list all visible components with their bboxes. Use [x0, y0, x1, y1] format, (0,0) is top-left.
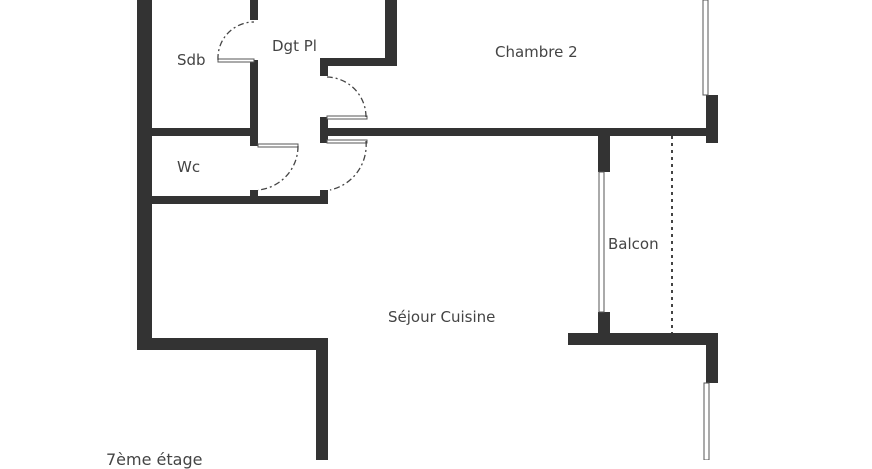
- walls: [137, 0, 718, 460]
- room-label-sdb: Sdb: [177, 51, 206, 69]
- doors: [217, 21, 368, 191]
- room-label-sejour: Séjour Cuisine: [388, 308, 496, 326]
- room-label-chambre-2: Chambre 2: [495, 43, 578, 61]
- windows: [598, 0, 710, 460]
- room-label-balcon: Balcon: [608, 235, 659, 253]
- room-label-wc: Wc: [177, 158, 201, 176]
- room-label-dgt: Dgt Pl: [272, 37, 317, 55]
